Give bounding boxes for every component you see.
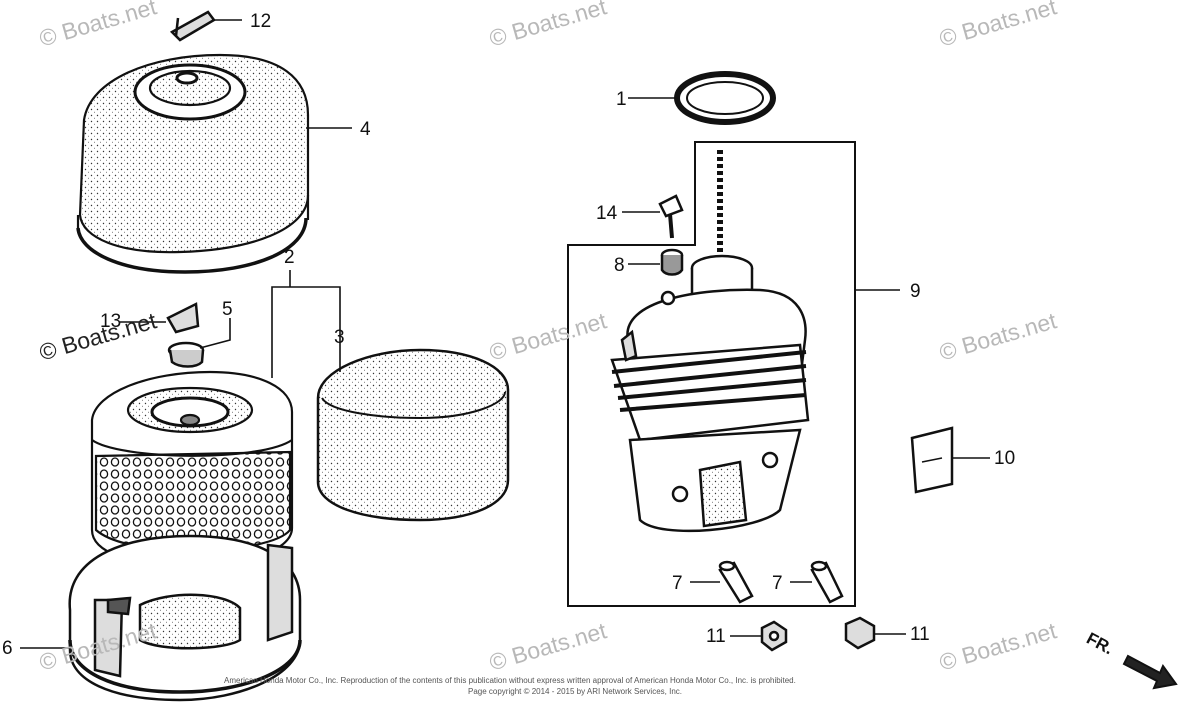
dowel-pin-left	[718, 560, 754, 604]
grommet	[167, 341, 205, 368]
callout-12: 12	[250, 11, 272, 32]
callout-11-right: 11	[910, 624, 930, 645]
copyright-line-1: American Honda Motor Co., Inc. Reproduct…	[224, 676, 796, 685]
front-direction-arrow	[1122, 654, 1178, 690]
callout-3: 3	[334, 327, 345, 348]
dowel-pin-right	[810, 560, 844, 604]
callout-6: 6	[2, 638, 13, 659]
callout-2: 2	[284, 247, 295, 268]
callout-4: 4	[360, 119, 371, 140]
assembly-bracket	[567, 141, 856, 607]
callout-1: 1	[616, 89, 627, 110]
callout-5: 5	[222, 299, 233, 320]
callout-9: 9	[910, 281, 921, 302]
nut-right	[844, 616, 876, 650]
callout-14: 14	[596, 203, 618, 224]
callout-10: 10	[994, 448, 1016, 469]
air-cleaner-case	[68, 534, 302, 702]
callout-13: 13	[100, 311, 122, 332]
nut-left	[760, 620, 788, 652]
callout-8: 8	[614, 255, 625, 276]
callout-7-right: 7	[772, 573, 783, 594]
small-wing-nut	[166, 302, 200, 334]
air-cleaner-cover	[76, 53, 310, 274]
callout-7-left: 7	[672, 573, 683, 594]
callout-11-left: 11	[706, 626, 726, 647]
cylinder-assembly	[610, 150, 810, 533]
caution-label	[910, 426, 954, 494]
bolt	[658, 194, 684, 239]
foam-element	[316, 348, 510, 522]
gasket	[674, 71, 776, 125]
collar	[660, 248, 684, 276]
wing-nut	[169, 10, 216, 42]
copyright-line-2: Page copyright © 2014 - 2015 by ARI Netw…	[468, 687, 682, 696]
leader-lines	[20, 19, 990, 649]
